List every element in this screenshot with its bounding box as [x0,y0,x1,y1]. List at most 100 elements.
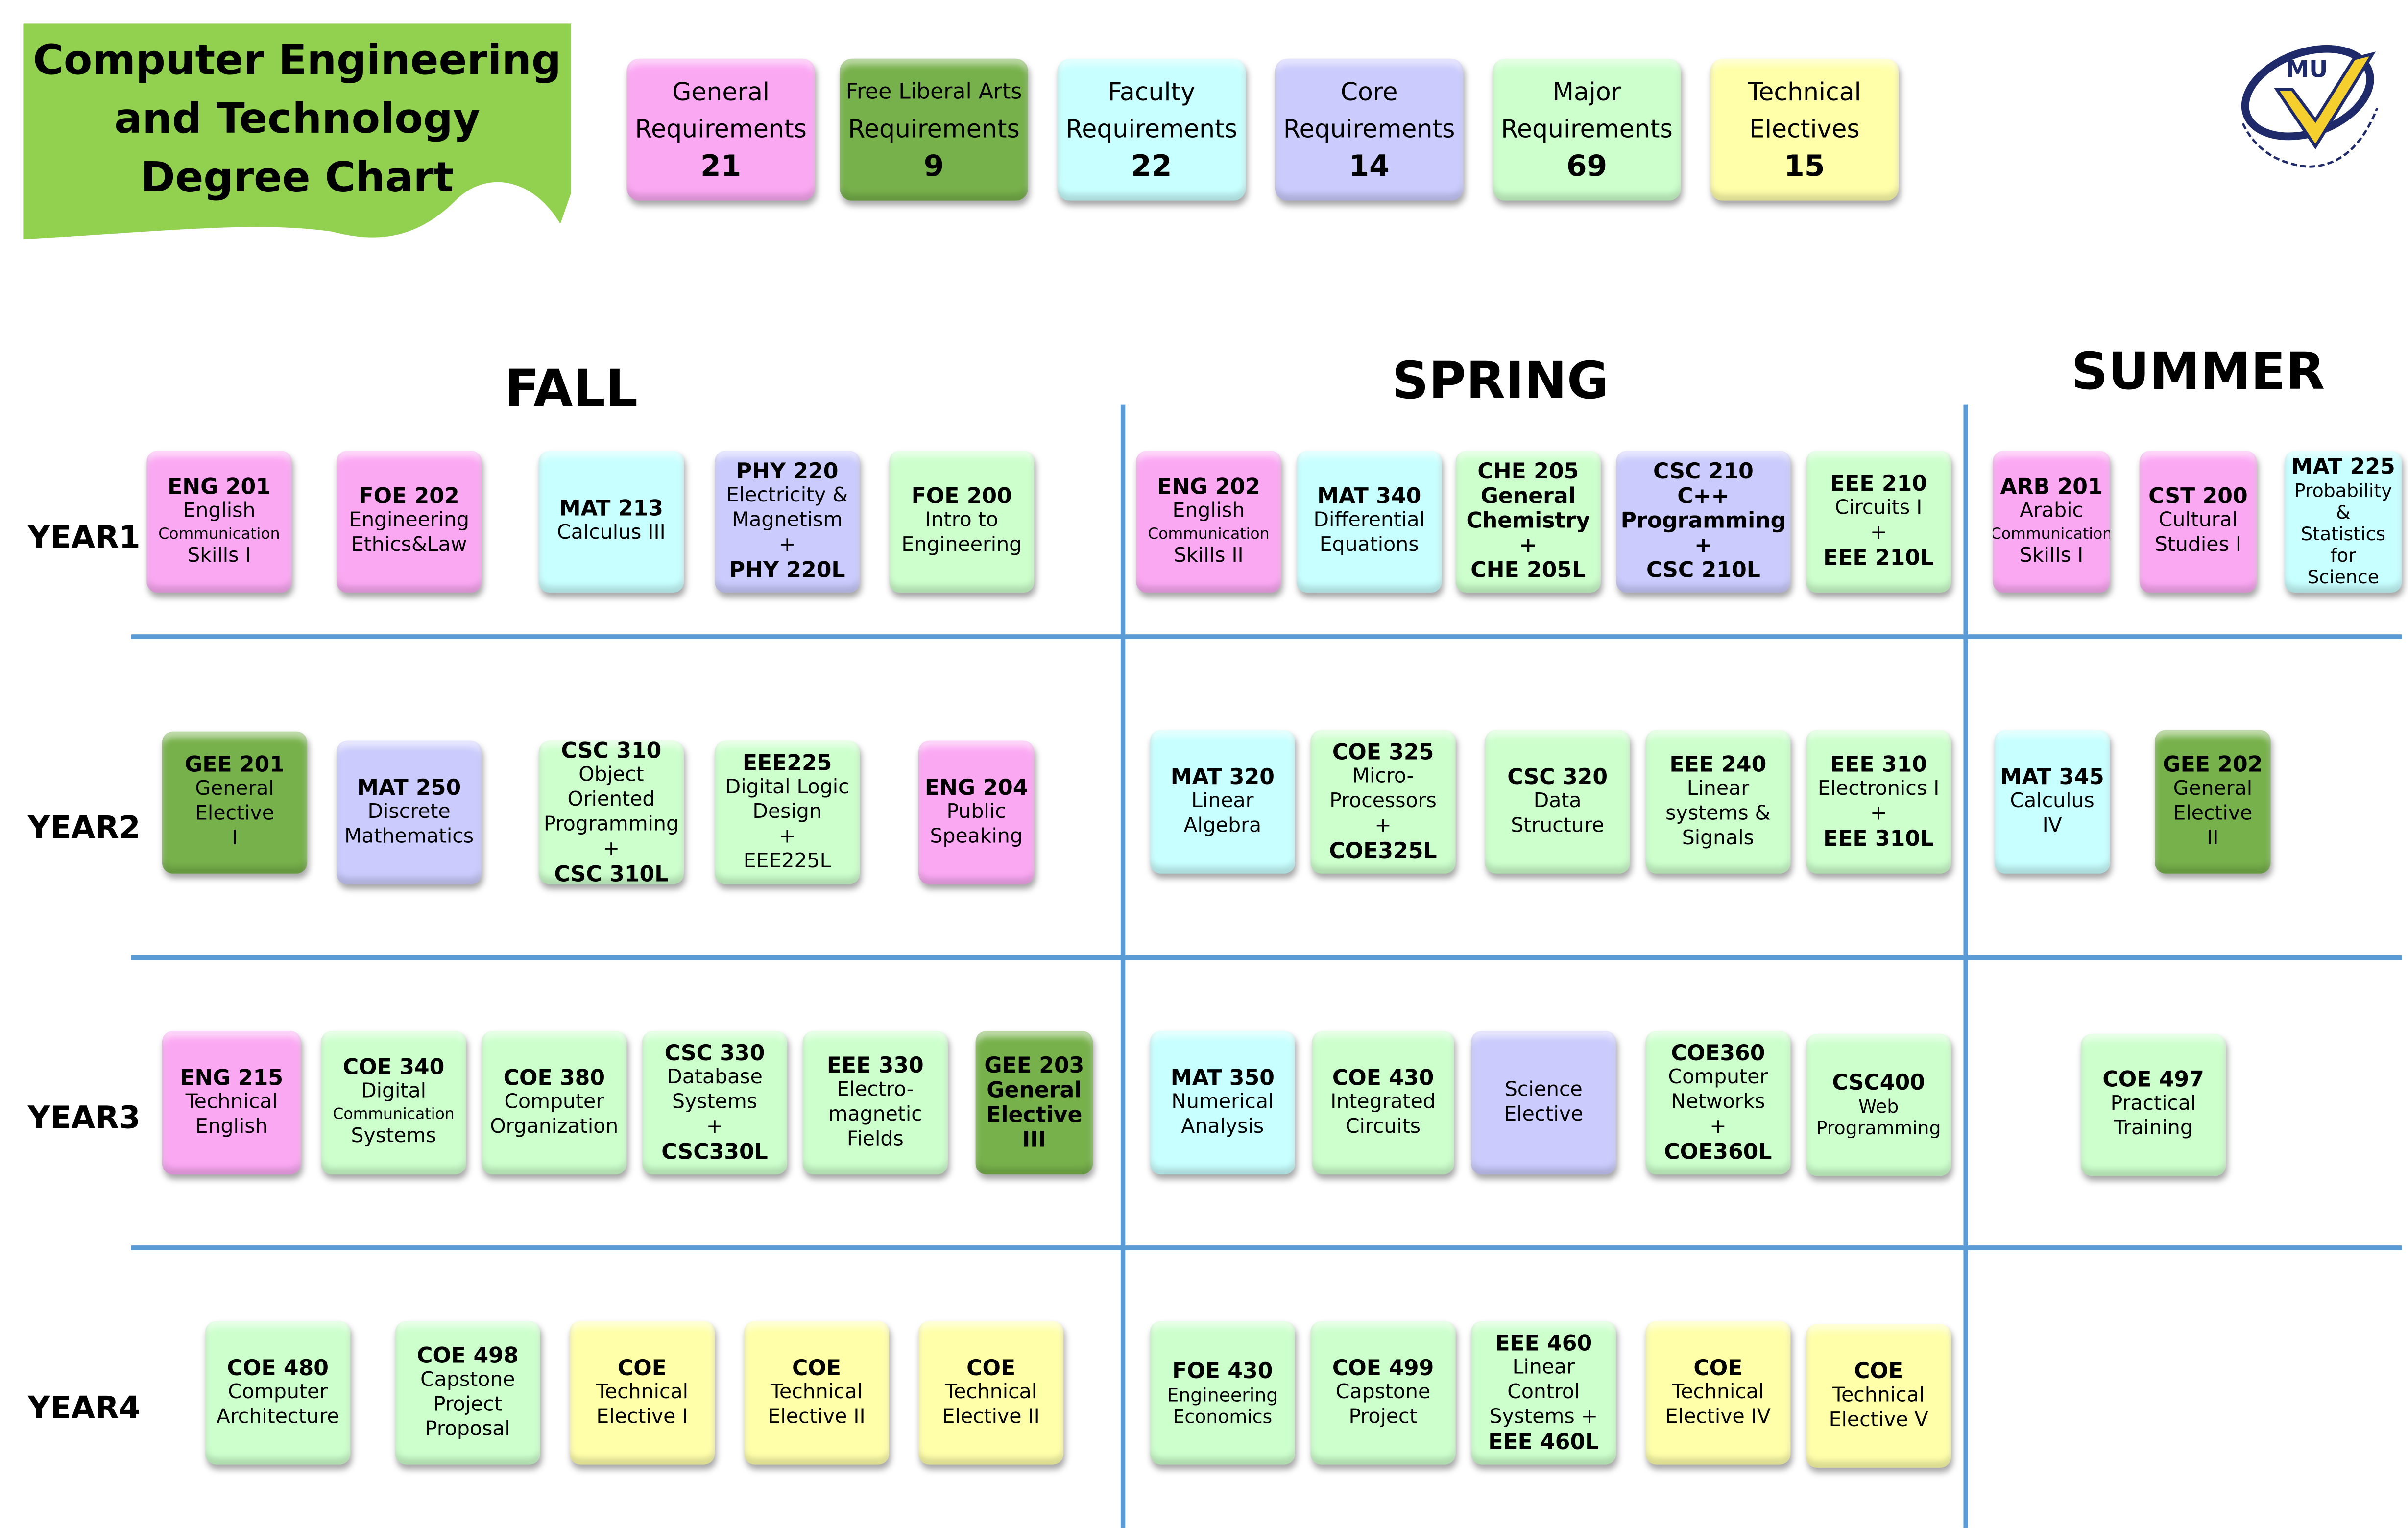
course-title-line: Systems + [1489,1405,1598,1429]
course-title-line: Design [752,800,822,824]
course-title-line: PHY 220L [729,558,845,584]
course-title-line: Engineering [1167,1384,1278,1406]
course-code: FOE 202 [359,484,459,509]
course-title-line: Arabic [2020,499,2084,523]
course-code: FOE 430 [1172,1359,1273,1384]
course-title-line: + [706,1115,723,1139]
course-title-line: Discrete [367,800,451,824]
title-line: Computer Engineering [33,37,561,85]
course-title-line: Calculus [2010,789,2095,813]
course-code: ARB 201 [2000,475,2103,500]
course-title-line: Communication [333,1106,455,1124]
course-title-line: Circuits [1345,1115,1421,1139]
course-title-line: + [778,825,796,848]
course-title-line: Networks [1671,1090,1765,1114]
course-code: EEE 310 [1830,752,1927,777]
course-title-line: Proposal [425,1417,510,1441]
legend-credits: 14 [1348,149,1390,184]
course-title-line: + [1870,802,1887,825]
course-title-line: Technical [1672,1380,1764,1404]
course-title-line: Technical [945,1380,1037,1404]
title-line: Degree Chart [140,154,454,202]
course-title-line: Elective II [768,1405,866,1429]
course-title-line: Skills I [187,544,251,568]
course-title-line: Engineering [901,534,1022,557]
course-title-line: Communication [1148,525,1270,543]
course-title-line: Programming [1620,509,1786,534]
course-title-line: Programming [1816,1117,1941,1139]
course-title-line: Technical [1832,1384,1925,1407]
course-title-line: Cultural [2158,509,2238,533]
course-title-line: CSC 210L [1646,558,1760,584]
legend-label: Requirements [848,114,1020,144]
course-title-line: Circuits I [1834,497,1923,520]
term-divider [1963,404,1968,1528]
course-title-line: English [195,1115,268,1139]
course-title-line: III [1022,1127,1046,1152]
course-title-line: COE325L [1329,838,1437,864]
course-code: GEE 201 [185,753,285,778]
course-title-line: EEE 460L [1488,1430,1599,1455]
course-code: CSC 330 [664,1041,765,1066]
course-title-line: Public [946,800,1006,824]
course-title-line: General [2173,777,2253,800]
course-title-line: Object [578,763,644,787]
course-code: CSC 210 [1653,460,1754,485]
course-title-line: Magnetism [731,509,843,533]
course-code: EEE 460 [1495,1331,1592,1356]
course-title-line: Organization [490,1115,619,1139]
course-title-line: General [1480,484,1576,509]
